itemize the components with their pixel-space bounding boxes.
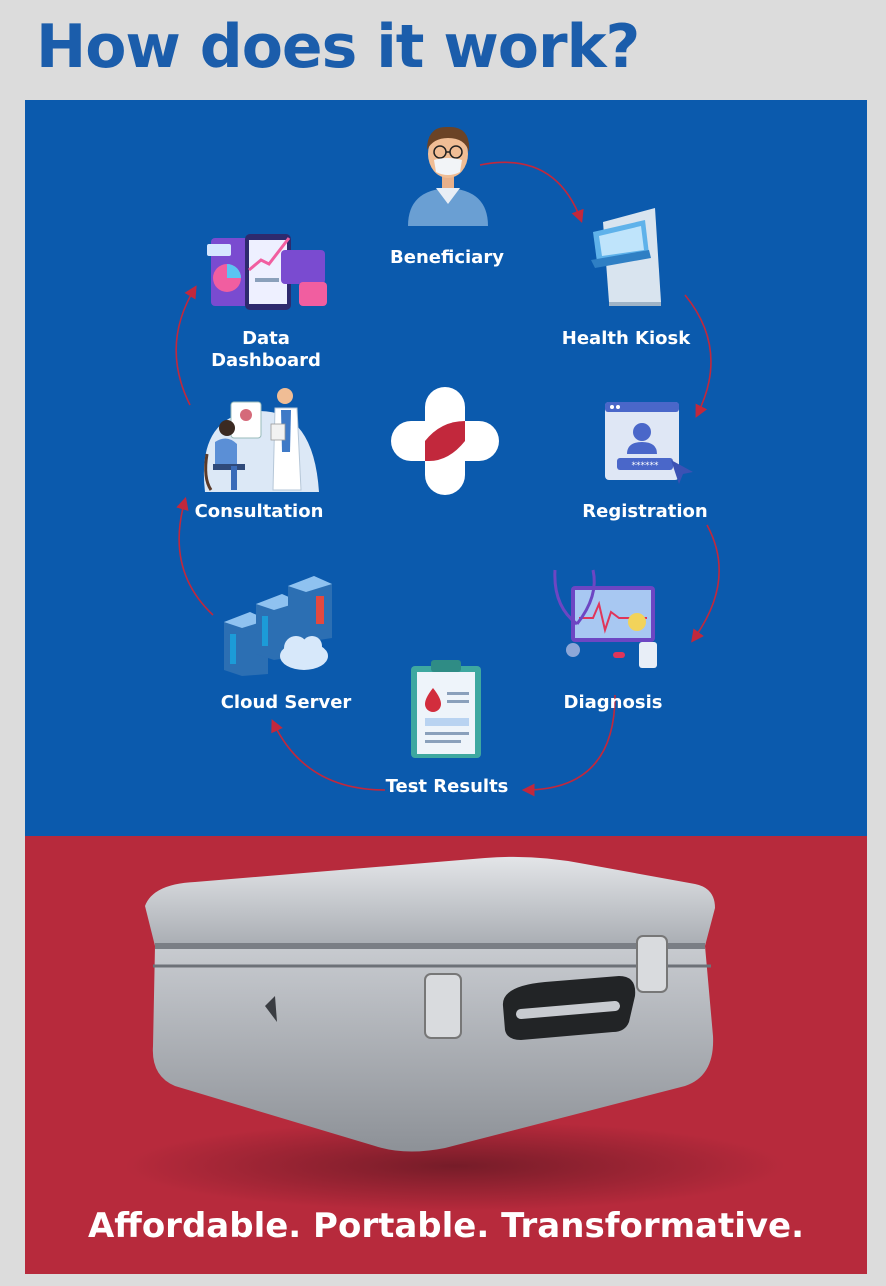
flow-arrows: [175, 161, 720, 797]
aluminum-case-image: [125, 856, 785, 1211]
product-panel: Affordable. Portable. Transformative.: [25, 836, 867, 1274]
step-label-cloud-server: Cloud Server: [220, 692, 352, 713]
step-label-beneficiary: Beneficiary: [390, 247, 504, 268]
step-label-registration: Registration: [582, 501, 708, 522]
kiosk-icon: [591, 208, 661, 306]
clipboard-icon: [411, 660, 481, 758]
person-icon: [408, 126, 488, 226]
dashboard-icon: [207, 234, 327, 310]
server-icon: [224, 576, 332, 676]
doctor-icon: [203, 388, 319, 492]
svg-text:******: ******: [632, 461, 660, 471]
tagline: Affordable. Portable. Transformative.: [87, 1206, 805, 1246]
registration-icon: ******: [605, 402, 693, 484]
step-label-data-dashboard: Data Dashboard: [211, 328, 321, 371]
step-label-consultation: Consultation: [194, 501, 324, 522]
medical-cross-icon: [391, 387, 499, 495]
step-label-test-results: Test Results: [385, 776, 509, 797]
workflow-panel: Beneficiary Health Kiosk ****** Registra…: [25, 100, 867, 836]
diagnosis-icon: [553, 569, 657, 668]
page-title: How does it work?: [36, 12, 640, 82]
step-label-health-kiosk: Health Kiosk: [561, 328, 691, 349]
step-label-diagnosis: Diagnosis: [563, 692, 663, 713]
